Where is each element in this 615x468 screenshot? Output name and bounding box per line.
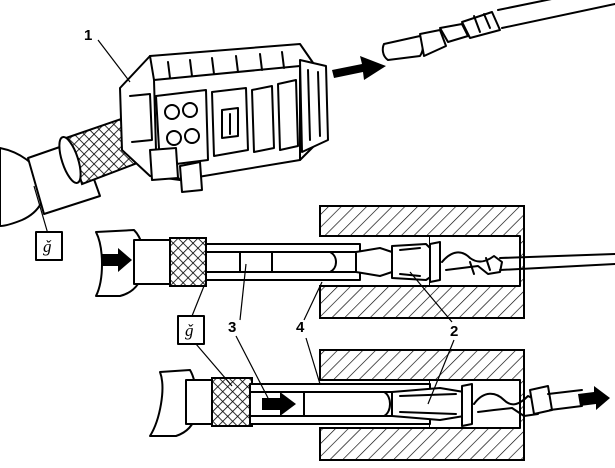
push-arrow-middle	[102, 248, 132, 272]
top-connector-view: 1 ǧ	[0, 0, 615, 261]
callout-3-label: 3	[228, 319, 236, 336]
callout-4-leader-down	[305, 337, 321, 385]
terminal-pin-top	[381, 0, 615, 61]
callout-2-label: 2	[450, 323, 458, 340]
exit-arrow-bottom	[578, 386, 610, 410]
callout-4-label: 4	[296, 319, 305, 336]
middle-cutaway-view	[95, 205, 615, 323]
tool-symbol-box-top	[35, 231, 63, 261]
callout-3-leader-down	[235, 335, 269, 399]
tool-symbol-box-middle	[177, 315, 205, 345]
sleeve-end-ring	[58, 136, 82, 184]
callout-1-leader	[97, 39, 131, 83]
callout-2-leader-middle	[409, 271, 453, 323]
push-arrow-bottom	[262, 392, 296, 416]
tool-symbol-middle: ǧ	[185, 321, 194, 340]
insertion-arrow-top	[332, 56, 386, 80]
callout-4-leader-up	[303, 281, 323, 321]
bottom-cutaway-view	[149, 339, 610, 461]
callout-3-leader-up	[239, 263, 247, 321]
knurled-sleeve-middle	[169, 237, 207, 287]
callout-2-leader-bottom	[427, 339, 455, 405]
callout-1-label: 1	[84, 27, 92, 44]
tool-symbol-top: ǧ	[43, 237, 52, 256]
connector-body	[119, 43, 329, 193]
housing-block-bottom	[319, 349, 525, 461]
